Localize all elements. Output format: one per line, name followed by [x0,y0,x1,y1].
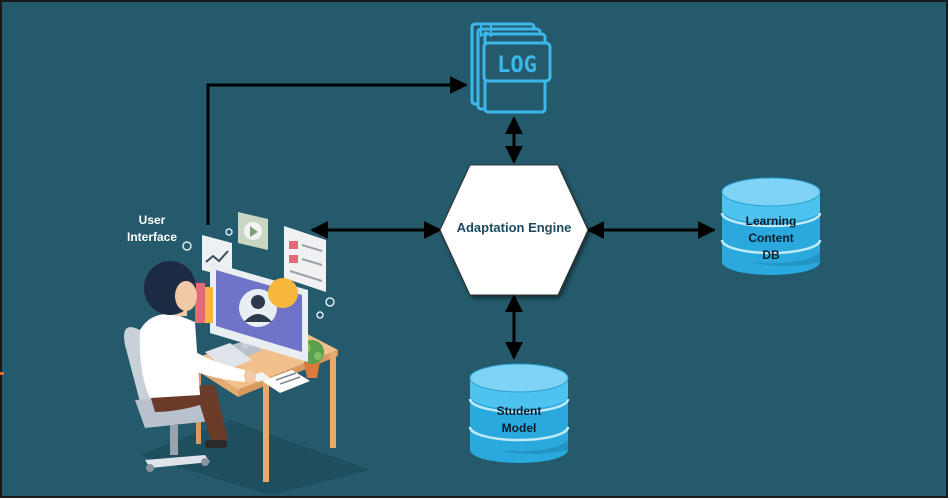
connector-arrows [206,76,716,360]
document-card-icon [284,226,326,292]
avatar-icon [239,289,277,327]
person-icon [139,261,256,448]
student-model-label-line-2: Model [502,421,537,435]
learning-db-label-line-2: Content [748,231,793,245]
monitor-icon [210,262,308,362]
learning-db-label-line-1: Learning [746,214,797,228]
student-model-db [468,363,570,463]
learning-content-db [720,177,822,275]
log-icon [470,22,552,114]
desk-leg [263,382,269,482]
learning-db-label-line-3: DB [762,248,780,262]
log-label: LOG [497,53,537,78]
user-illustration [124,212,370,495]
engine-label: Adaptation Engine [457,220,572,235]
adaptation-engine-hexagon [439,164,589,296]
arrow-ui-to-log [206,76,468,225]
student-model-label-line-1: Student [497,404,542,418]
ui-label-line-1: User [139,213,166,227]
desk-leg [330,352,336,448]
ui-label-line-2: Interface [127,230,177,244]
notification-bubble [268,278,298,308]
edge-marker [0,372,4,375]
play-card-icon [238,212,268,250]
keyboard [205,343,252,370]
